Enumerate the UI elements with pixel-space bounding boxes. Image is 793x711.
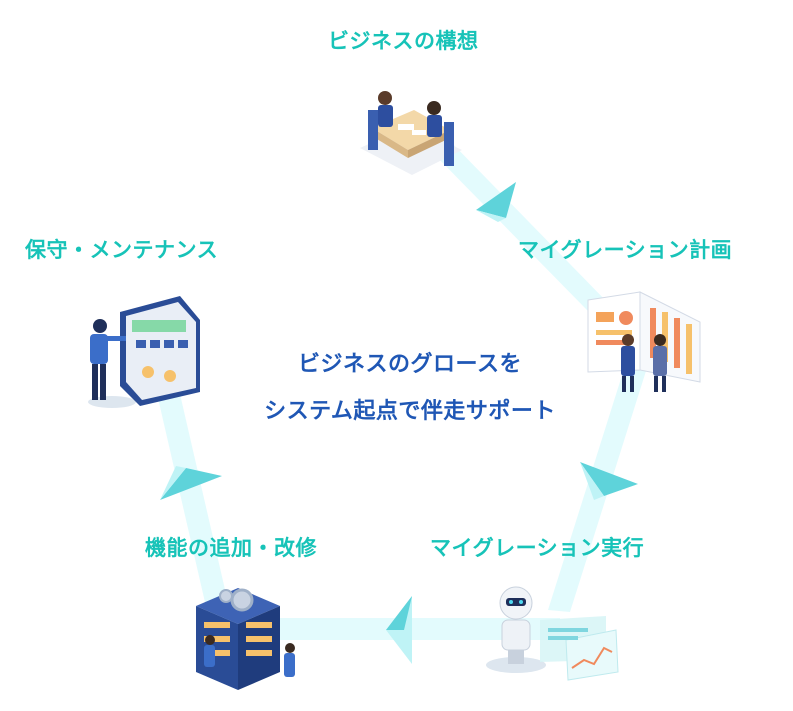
center-text-line2: システム起点で伴走サポート xyxy=(264,399,556,424)
label-feature-addition: 機能の追加・改修 xyxy=(145,536,317,560)
arrow-left xyxy=(160,466,222,500)
label-migration-execution: マイグレーション実行 xyxy=(430,536,645,560)
label-maintenance: 保守・メンテナンス xyxy=(25,238,219,262)
label-migration-plan: マイグレーション計画 xyxy=(518,238,733,262)
server-maintenance-icon xyxy=(196,588,295,690)
center-text-line1: ビジネスのグロースを xyxy=(298,352,522,377)
label-business-concept: ビジネスの構想 xyxy=(328,29,479,53)
presentation-board-icon xyxy=(587,291,701,392)
cycle-path xyxy=(152,138,652,640)
control-panel-icon xyxy=(88,296,200,408)
arrow-bottom xyxy=(386,596,412,664)
robot-dashboard-icon xyxy=(486,586,619,681)
arrow-right xyxy=(580,462,638,500)
business-meeting-icon xyxy=(360,91,462,175)
arrow-top-right xyxy=(476,182,516,222)
path-segment-left xyxy=(152,368,232,624)
